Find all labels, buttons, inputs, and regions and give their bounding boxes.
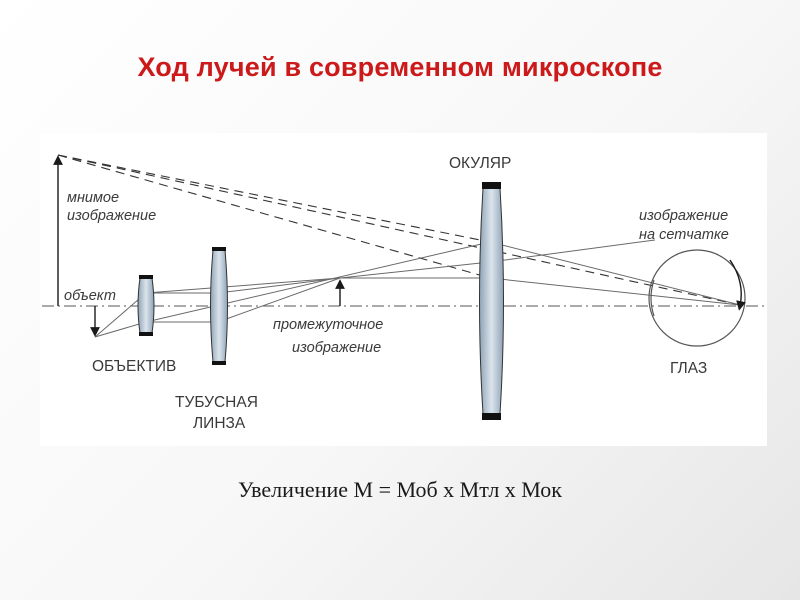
retina-image-arrow <box>729 259 746 311</box>
tube-lens <box>210 247 228 365</box>
ray-10 <box>489 241 741 306</box>
label-retina-2: на сетчатке <box>639 227 729 243</box>
ray-13 <box>489 239 656 263</box>
ray-2 <box>94 321 147 338</box>
ray-7 <box>145 241 491 323</box>
ray-5 <box>217 277 341 294</box>
label-tube-lens-1: ТУБУСНАЯ <box>175 394 258 411</box>
ray-11 <box>489 277 741 306</box>
label-intermediate-1: промежуточное <box>273 317 383 333</box>
eyeball <box>648 249 746 347</box>
virtual-ray-axis <box>57 154 741 306</box>
eyepiece-lens <box>479 182 504 420</box>
virtual-ray-upper <box>57 154 491 243</box>
label-imaginary-image-1: мнимое <box>67 190 119 206</box>
eye <box>648 249 746 347</box>
magnification-formula: Увеличение М = Моб х Мтл х Мок <box>238 477 562 502</box>
label-objective: ОБЪЕКТИВ <box>92 358 176 375</box>
diagram-panel <box>40 133 767 446</box>
ray-12 <box>339 261 491 279</box>
label-imaginary-image-2: изображение <box>67 208 156 224</box>
label-eyepiece: ОКУЛЯР <box>449 155 511 172</box>
virtual-rays <box>57 154 741 306</box>
ray-8 <box>145 277 341 294</box>
ray-6 <box>217 277 341 323</box>
label-object: объект <box>64 288 116 304</box>
label-tube-lens-2: ЛИНЗА <box>193 415 246 432</box>
label-eye: ГЛАЗ <box>670 360 707 377</box>
label-intermediate-2: изображение <box>292 340 381 356</box>
objective-lens <box>137 275 155 336</box>
label-retina-1: изображение <box>639 208 728 224</box>
ray-1 <box>94 292 147 338</box>
slide-title: Ход лучей в современном микроскопе <box>137 52 663 82</box>
ray-paths <box>94 239 741 338</box>
